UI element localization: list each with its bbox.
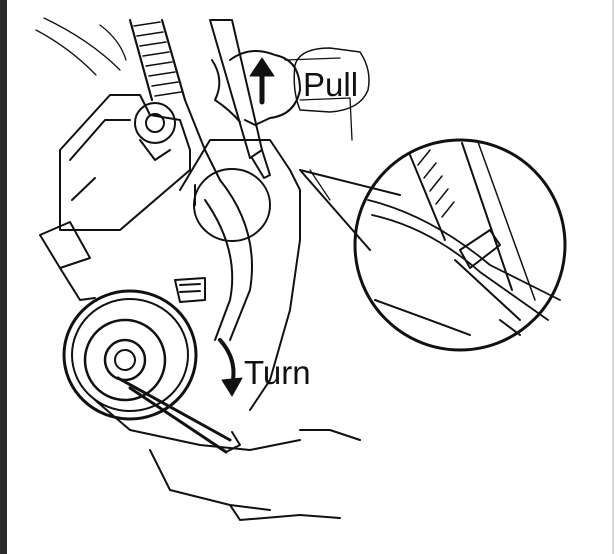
leader-lines xyxy=(299,169,401,251)
background-hatching xyxy=(35,17,353,201)
engine-block xyxy=(39,94,361,521)
detail-magnifier xyxy=(353,138,567,352)
idler-pulley xyxy=(134,102,176,161)
pull-label-bubble xyxy=(293,47,370,113)
curved-arrow-icon xyxy=(218,338,243,397)
crankshaft-pulley xyxy=(62,277,206,421)
right-border xyxy=(612,0,614,554)
turn-label: Turn xyxy=(244,354,311,391)
wrench-tool xyxy=(116,376,241,454)
cam-sprocket-hole xyxy=(193,168,271,242)
pull-label: Pull xyxy=(303,66,358,103)
up-arrow-icon xyxy=(249,57,275,105)
hand-pulling-belt xyxy=(209,19,301,179)
left-border xyxy=(0,0,7,554)
